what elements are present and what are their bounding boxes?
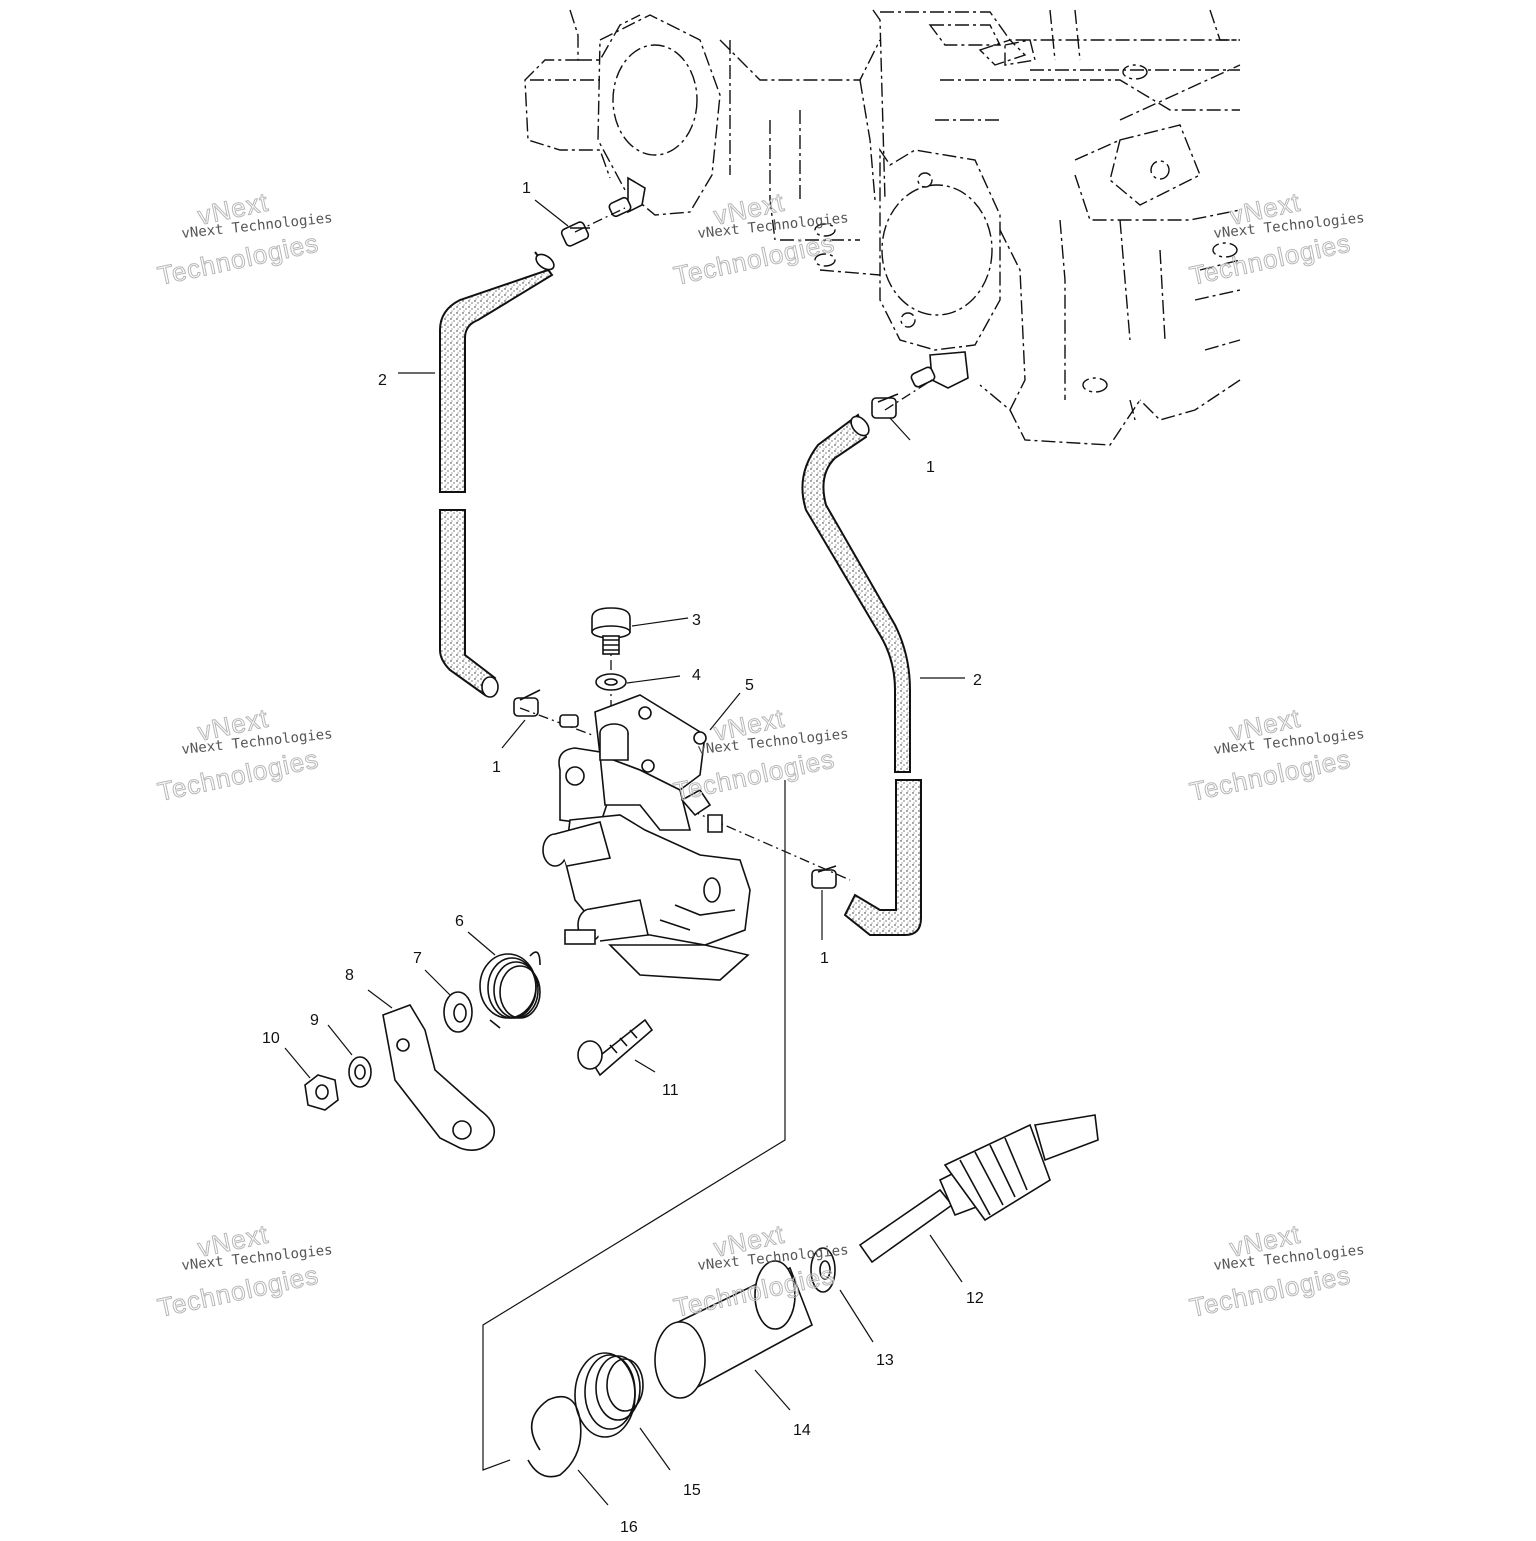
hose-clamp-top-left [560,221,590,247]
watermark-bottom-right: vNext vNext Technologies Technologies [1187,1218,1366,1323]
washer-item-4 [595,673,627,691]
svg-text:Technologies: Technologies [671,227,837,290]
callout-1: 1 [926,459,935,476]
callout-8: 8 [345,967,354,984]
callout-1: 1 [522,180,531,197]
callout-16: 16 [620,1519,638,1536]
callout-5: 5 [745,677,754,694]
pump-lever [382,1004,496,1151]
oil-pump-body [542,694,751,981]
watermark-top-right: vNext vNext Technologies Technologies [1187,186,1366,291]
callout-15: 15 [683,1482,701,1499]
callout-2: 2 [973,672,982,689]
bleed-screw [591,607,631,655]
callout-12: 12 [966,1290,984,1307]
hose-clamp-pump-right [811,865,837,889]
watermark-bottom-left: vNext vNext Technologies Technologies [155,1218,334,1323]
callout-10: 10 [262,1030,280,1047]
hose-clamp-pump-left [513,689,541,717]
watermark-mid-center: vNext vNext Technologies Technologies [671,702,850,807]
svg-text:Technologies: Technologies [1187,227,1353,290]
callout-11: 11 [662,1082,679,1099]
callout-13: 13 [876,1352,894,1369]
svg-text:Technologies: Technologies [1187,1259,1353,1322]
right-hose [801,413,922,936]
upper-right-fitting [910,351,969,389]
leader-lines [284,199,965,1506]
lock-washer [348,1056,372,1088]
svg-text:Technologies: Technologies [155,1259,321,1322]
washer-item-7 [443,991,473,1033]
callout-6: 6 [455,913,464,930]
engine-block-outline [524,9,1241,446]
callout-14: 14 [793,1422,811,1439]
watermark-mid-right: vNext vNext Technologies Technologies [1187,702,1366,807]
nut [304,1074,339,1111]
svg-text:Technologies: Technologies [1187,743,1353,806]
svg-text:Technologies: Technologies [155,743,321,806]
drive-gear-shaft [858,1114,1099,1264]
callout-3: 3 [692,612,701,629]
callout-7: 7 [413,950,422,967]
snap-ring [527,1395,582,1478]
callout-labels: 1 1 1 1 2 2 3 4 5 6 7 8 9 10 11 12 13 14… [262,180,984,1536]
bushing [654,1260,813,1399]
callout-9: 9 [310,1012,319,1029]
svg-text:Technologies: Technologies [155,227,321,290]
callout-4: 4 [692,667,701,684]
return-spring [479,951,541,1029]
hose-clamp-top-right [871,393,899,419]
seal [574,1352,644,1438]
screw-item-11 [577,1018,654,1077]
callout-1: 1 [492,759,501,776]
left-hose [439,251,555,698]
callout-2: 2 [378,372,387,389]
watermark-mid-left: vNext vNext Technologies Technologies [155,702,334,807]
upper-left-fitting [608,176,646,218]
watermark-top-center: vNext vNext Technologies Technologies [671,186,850,291]
thrust-washer [810,1247,836,1293]
callout-1: 1 [820,950,829,967]
watermark-top-left: vNext vNext Technologies Technologies [155,186,334,291]
